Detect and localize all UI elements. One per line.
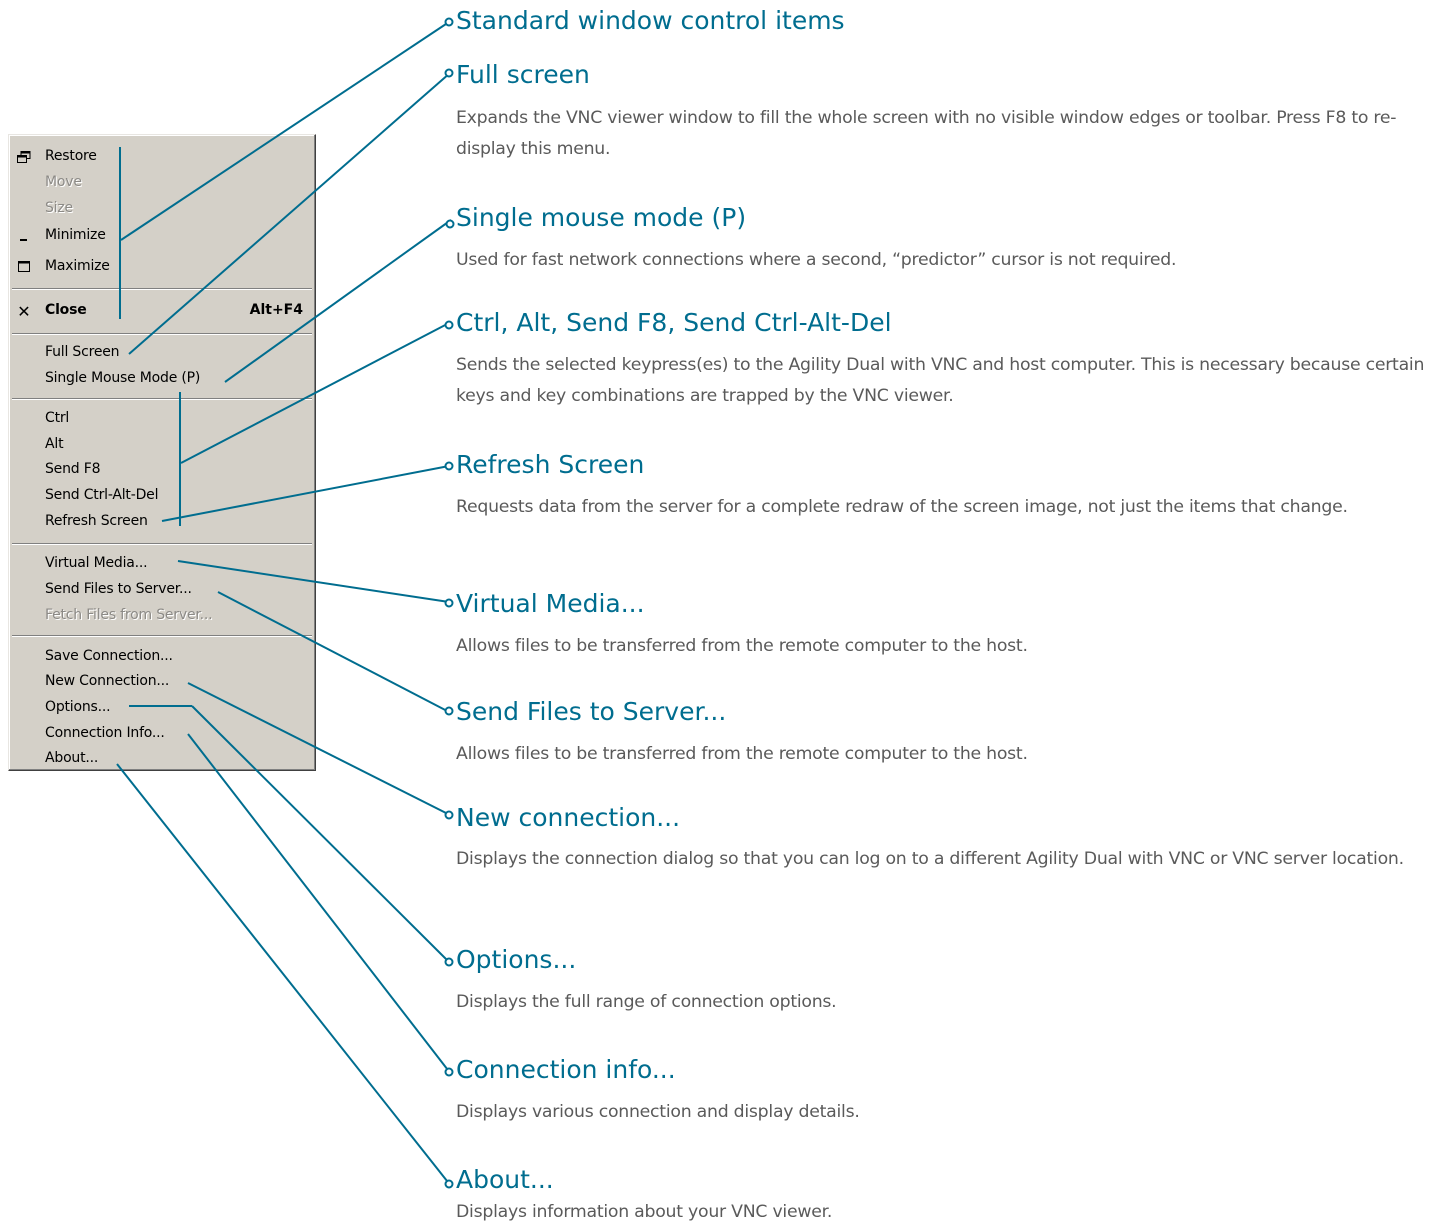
maximize-icon [14, 257, 34, 277]
menu-item-full-screen[interactable]: Full Screen [11, 341, 313, 365]
menu-item-label: Close [45, 302, 87, 318]
leader-endpoint [444, 461, 454, 471]
callout-desc-new-connection: Displays the connection dialog so that y… [456, 849, 1404, 869]
leader-keys [180, 321, 452, 464]
callout-heading-send-files: Send Files to Server... [456, 697, 727, 726]
leader-endpoint [444, 68, 454, 78]
menu-item-about[interactable]: About... [11, 747, 313, 771]
leader-connection-info [187, 733, 452, 1075]
menu-item-new-connection[interactable]: New Connection... [11, 670, 313, 694]
menu-item-label: Alt [45, 436, 64, 452]
leader-new-connection [187, 682, 451, 816]
menu-separator [12, 543, 312, 545]
callout-desc-full-screen: Expands the VNC viewer window to fill th… [456, 108, 1397, 159]
menu-item-move[interactable]: Move [11, 171, 313, 195]
leader-endpoint [444, 1067, 454, 1077]
menu-item-send-f8[interactable]: Send F8 [11, 458, 313, 482]
close-icon: ✕ [17, 301, 31, 321]
leader-endpoint [444, 957, 454, 967]
leader-standard-controls [120, 21, 450, 241]
leader-send-files [217, 591, 452, 714]
callout-heading-standard-controls: Standard window control items [456, 6, 845, 35]
callout-heading-options: Options... [456, 945, 577, 974]
leader-endpoint [444, 810, 454, 820]
leader-endpoint [444, 706, 454, 716]
leader-endpoint [444, 1179, 454, 1189]
leader-endpoint [444, 320, 454, 330]
leader-about [116, 763, 452, 1187]
leader-options [191, 705, 452, 965]
callout-desc-about: Displays information about your VNC view… [456, 1202, 833, 1222]
menu-item-label: Send Ctrl-Alt-Del [45, 487, 159, 503]
menu-item-label: Send F8 [45, 461, 101, 477]
menu-item-connection-info[interactable]: Connection Info... [11, 722, 313, 746]
leader-endpoint [444, 598, 454, 608]
menu-item-refresh-screen[interactable]: Refresh Screen [11, 510, 313, 534]
callout-heading-virtual-media: Virtual Media... [456, 589, 645, 618]
menu-item-label: About... [45, 750, 99, 766]
callout-desc-options: Displays the full range of connection op… [456, 992, 837, 1012]
leader-full-screen [128, 72, 451, 355]
menu-item-label: Connection Info... [45, 725, 165, 741]
menu-item-label: Move [45, 174, 82, 190]
menu-item-label: Refresh Screen [45, 513, 148, 529]
leader-endpoint [444, 17, 454, 27]
menu-item-maximize[interactable]: Maximize [11, 255, 313, 279]
menu-item-alt[interactable]: Alt [11, 433, 313, 457]
restore-icon [14, 147, 34, 167]
menu-item-label: Virtual Media... [45, 555, 148, 571]
leader-refresh-screen [161, 465, 450, 522]
callout-desc-keys: Sends the selected keypress(es) to the A… [456, 355, 1425, 406]
menu-item-label: Size [45, 200, 73, 216]
callout-heading-keys: Ctrl, Alt, Send F8, Send Ctrl-Alt-Del [456, 308, 892, 337]
menu-item-label: Options... [45, 699, 111, 715]
menu-item-label: Save Connection... [45, 648, 173, 664]
menu-item-label: Single Mouse Mode (P) [45, 370, 201, 386]
callout-heading-refresh-screen: Refresh Screen [456, 450, 645, 479]
menu-separator [12, 635, 312, 637]
menu-item-send-ctrl-alt-del[interactable]: Send Ctrl-Alt-Del [11, 484, 313, 508]
menu-item-send-files[interactable]: Send Files to Server... [11, 578, 313, 602]
menu-separator [12, 398, 312, 400]
callout-heading-new-connection: New connection... [456, 803, 681, 832]
menu-item-single-mouse-mode[interactable]: Single Mouse Mode (P) [11, 367, 313, 391]
callout-desc-single-mouse-mode: Used for fast network connections where … [456, 250, 1177, 270]
leader-single-mouse-mode [224, 219, 452, 383]
menu-item-restore[interactable]: Restore [11, 145, 313, 169]
menu-item-ctrl[interactable]: Ctrl [11, 407, 313, 431]
callout-heading-full-screen: Full screen [456, 60, 590, 89]
callout-heading-single-mouse-mode: Single mouse mode (P) [456, 203, 747, 232]
leader-virtual-media [177, 560, 450, 603]
menu-item-minimize[interactable]: Minimize [11, 224, 313, 248]
menu-item-label: New Connection... [45, 673, 170, 689]
menu-item-label: Restore [45, 148, 97, 164]
callout-heading-connection-info: Connection info... [456, 1055, 676, 1084]
menu-item-label: Minimize [45, 227, 106, 243]
menu-item-label: Ctrl [45, 410, 70, 426]
menu-item-options[interactable]: Options... [11, 696, 313, 720]
menu-item-save-connection[interactable]: Save Connection... [11, 645, 313, 669]
menu-item-label: Full Screen [45, 344, 120, 360]
callout-desc-refresh-screen: Requests data from the server for a comp… [456, 497, 1348, 517]
callout-desc-connection-info: Displays various connection and display … [456, 1102, 860, 1122]
menu-item-fetch-files[interactable]: Fetch Files from Server... [11, 604, 313, 628]
menu-item-virtual-media[interactable]: Virtual Media... [11, 552, 313, 576]
leader-endpoint [445, 219, 455, 229]
menu-item-accelerator: Alt+F4 [249, 302, 303, 318]
menu-item-size[interactable]: Size [11, 197, 313, 221]
callout-desc-virtual-media: Allows files to be transferred from the … [456, 636, 1028, 656]
menu-item-label: Send Files to Server... [45, 581, 192, 597]
menu-separator [12, 288, 312, 290]
menu-item-label: Maximize [45, 258, 110, 274]
callout-desc-send-files: Allows files to be transferred from the … [456, 744, 1028, 764]
menu-item-label: Fetch Files from Server... [45, 607, 213, 623]
minimize-icon [14, 226, 34, 246]
menu-item-close[interactable]: ✕ Close Alt+F4 [11, 299, 313, 323]
menu-separator [12, 333, 312, 335]
callout-heading-about: About... [456, 1165, 554, 1194]
system-menu: Restore Move Size Minimize Maximize ✕ Cl… [8, 134, 316, 771]
